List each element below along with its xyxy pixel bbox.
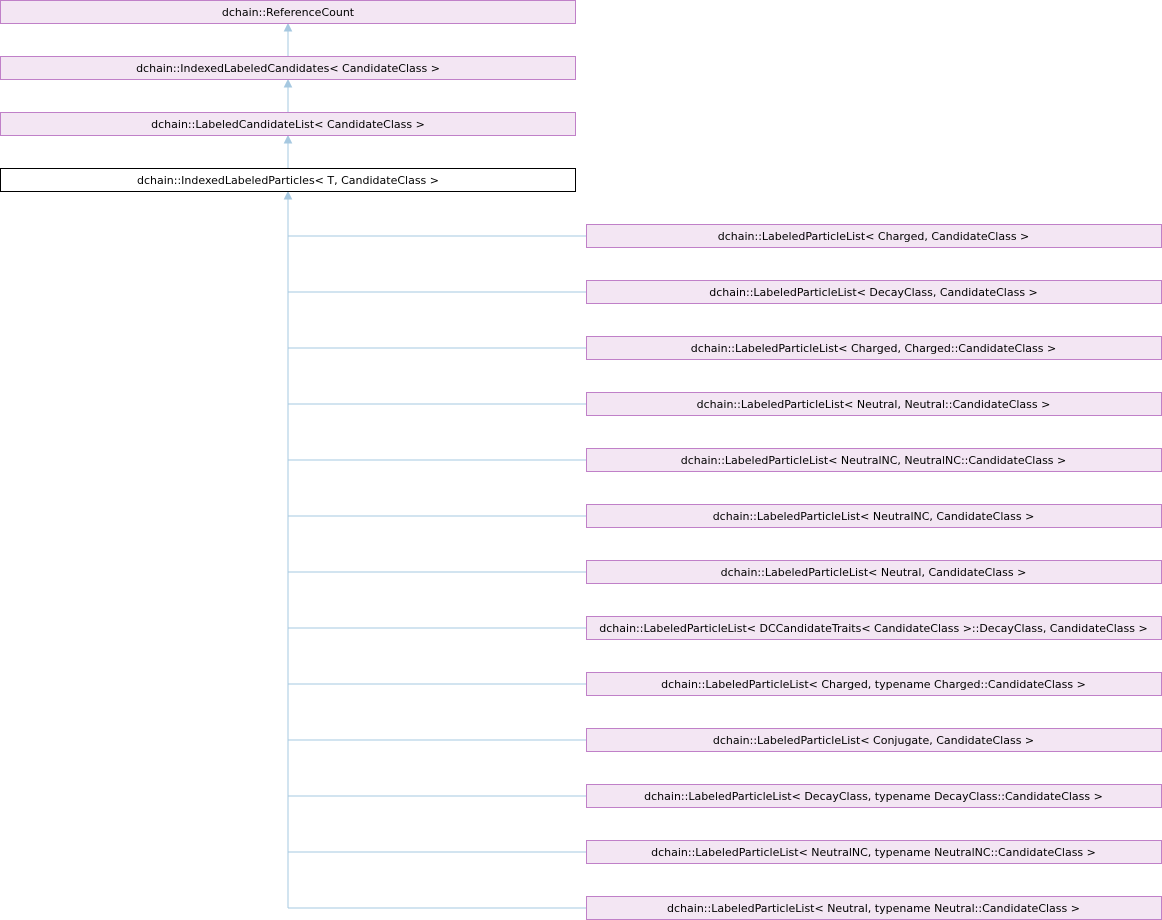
- node-label-child-3: dchain::LabeledParticleList< Neutral, Ne…: [697, 398, 1051, 411]
- node-label-child-12: dchain::LabeledParticleList< Neutral, ty…: [667, 902, 1080, 915]
- node-child-4[interactable]: dchain::LabeledParticleList< NeutralNC, …: [586, 448, 1162, 472]
- node-labeledcandidatelist[interactable]: dchain::LabeledCandidateList< CandidateC…: [0, 112, 576, 136]
- edge-children-trunk: [283, 190, 293, 908]
- node-child-6[interactable]: dchain::LabeledParticleList< Neutral, Ca…: [586, 560, 1162, 584]
- node-label-child-2: dchain::LabeledParticleList< Charged, Ch…: [691, 342, 1056, 355]
- node-child-0[interactable]: dchain::LabeledParticleList< Charged, Ca…: [586, 224, 1162, 248]
- edge-referencecount-indexedlabeledcandidates: [283, 22, 293, 56]
- node-child-7[interactable]: dchain::LabeledParticleList< DCCandidate…: [586, 616, 1162, 640]
- node-label-child-11: dchain::LabeledParticleList< NeutralNC, …: [651, 846, 1096, 859]
- node-child-9[interactable]: dchain::LabeledParticleList< Conjugate, …: [586, 728, 1162, 752]
- node-referencecount[interactable]: dchain::ReferenceCount: [0, 0, 576, 24]
- node-indexedlabeledcandidates[interactable]: dchain::IndexedLabeledCandidates< Candid…: [0, 56, 576, 80]
- edge-labeledcandidatelist-indexedlabeledparticles: [283, 134, 293, 168]
- node-label-indexedlabeledcandidates: dchain::IndexedLabeledCandidates< Candid…: [136, 62, 440, 75]
- node-label-child-8: dchain::LabeledParticleList< Charged, ty…: [661, 678, 1086, 691]
- node-label-labeledcandidatelist: dchain::LabeledCandidateList< CandidateC…: [151, 118, 425, 131]
- node-child-8[interactable]: dchain::LabeledParticleList< Charged, ty…: [586, 672, 1162, 696]
- node-label-child-0: dchain::LabeledParticleList< Charged, Ca…: [718, 230, 1030, 243]
- node-label-child-7: dchain::LabeledParticleList< DCCandidate…: [599, 622, 1147, 635]
- node-child-2[interactable]: dchain::LabeledParticleList< Charged, Ch…: [586, 336, 1162, 360]
- node-label-referencecount: dchain::ReferenceCount: [222, 6, 355, 19]
- node-child-5[interactable]: dchain::LabeledParticleList< NeutralNC, …: [586, 504, 1162, 528]
- node-label-child-9: dchain::LabeledParticleList< Conjugate, …: [713, 734, 1034, 747]
- node-label-child-10: dchain::LabeledParticleList< DecayClass,…: [644, 790, 1103, 803]
- node-label-child-6: dchain::LabeledParticleList< Neutral, Ca…: [721, 566, 1027, 579]
- child-branches: [288, 235, 586, 909]
- edge-indexedlabeledcandidates-labeledcandidatelist: [283, 78, 293, 112]
- node-child-11[interactable]: dchain::LabeledParticleList< NeutralNC, …: [586, 840, 1162, 864]
- node-indexedlabeledparticles-current: dchain::IndexedLabeledParticles< T, Cand…: [0, 168, 576, 192]
- node-label-child-5: dchain::LabeledParticleList< NeutralNC, …: [713, 510, 1035, 523]
- node-label-indexedlabeledparticles: dchain::IndexedLabeledParticles< T, Cand…: [137, 174, 439, 187]
- node-child-1[interactable]: dchain::LabeledParticleList< DecayClass,…: [586, 280, 1162, 304]
- child-nodes: dchain::LabeledParticleList< Charged, Ca…: [586, 224, 1162, 920]
- node-label-child-4: dchain::LabeledParticleList< NeutralNC, …: [681, 454, 1067, 467]
- node-child-10[interactable]: dchain::LabeledParticleList< DecayClass,…: [586, 784, 1162, 808]
- node-label-child-1: dchain::LabeledParticleList< DecayClass,…: [709, 286, 1038, 299]
- node-child-12[interactable]: dchain::LabeledParticleList< Neutral, ty…: [586, 896, 1162, 920]
- node-child-3[interactable]: dchain::LabeledParticleList< Neutral, Ne…: [586, 392, 1162, 416]
